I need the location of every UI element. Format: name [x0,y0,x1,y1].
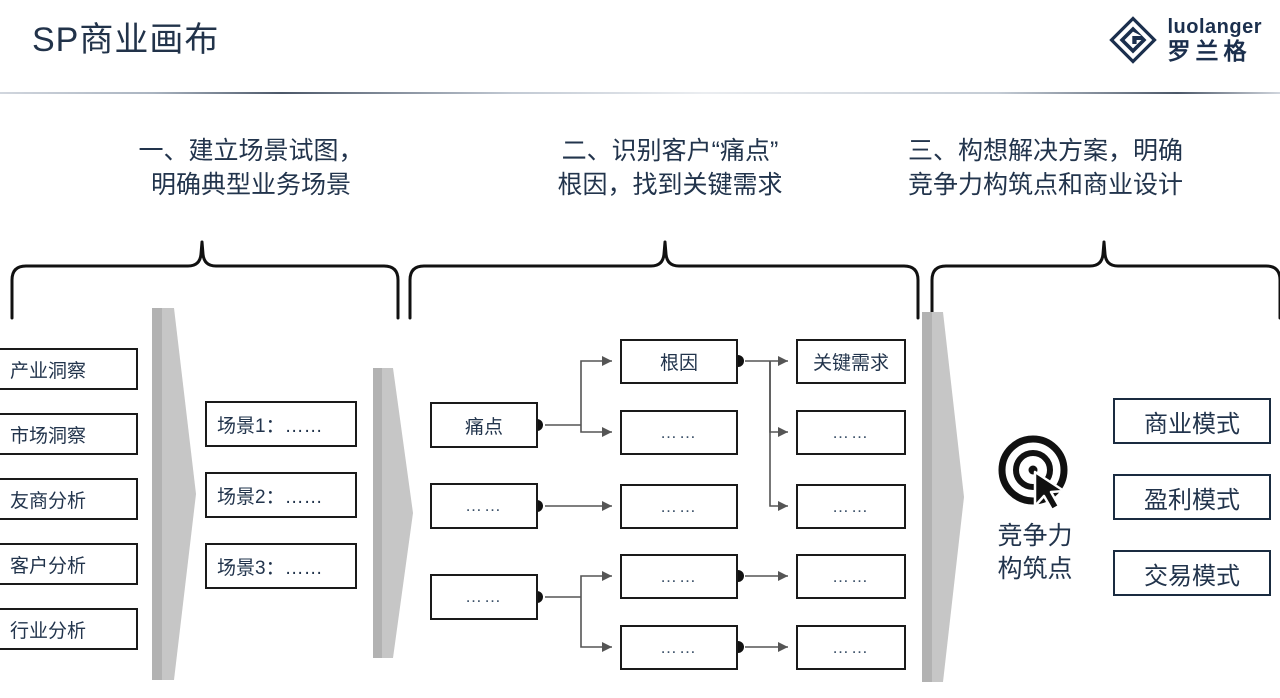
key-need-box-5[interactable]: …… [796,625,906,670]
insight-box-3[interactable]: 友商分析 [0,478,138,520]
insight-box-2[interactable]: 市场洞察 [0,413,138,455]
model-label: 盈利模式 [1144,486,1240,514]
logo-chinese: 罗兰格 [1167,38,1252,64]
model-box-3[interactable]: 交易模式 [1113,550,1271,596]
model-box-2[interactable]: 盈利模式 [1113,474,1271,520]
pain-box-3[interactable]: …… [430,574,538,620]
root-cause-box-5[interactable]: …… [620,625,738,670]
model-box-1[interactable]: 商业模式 [1113,398,1271,444]
key-need-label: …… [832,496,870,516]
key-need-box-3[interactable]: …… [796,484,906,529]
key-need-label: …… [832,637,870,657]
insight-label: 客户分析 [10,555,87,577]
brand-logo: luolanger 罗兰格 [1107,14,1262,66]
section-heading-1: 一、建立场景试图， 明确典型业务场景 [138,137,364,199]
insight-label: 产业洞察 [10,360,87,382]
root-cause-label: …… [660,422,698,442]
insight-box-4[interactable]: 客户分析 [0,543,138,585]
root-cause-label: …… [660,566,698,586]
chevron-divider-2 [373,368,415,658]
insight-box-5[interactable]: 行业分析 [0,608,138,650]
competitiveness-label: 竞争力 构筑点 [997,522,1073,583]
root-cause-box-4[interactable]: …… [620,554,738,599]
root-cause-label: …… [660,496,698,516]
insight-box-1[interactable]: 产业洞察 [0,348,138,390]
insight-label: 市场洞察 [10,425,87,447]
key-need-label: …… [832,422,870,442]
brace-section-3 [930,240,1280,320]
pain-label: 痛点 [464,416,503,438]
model-label: 交易模式 [1144,562,1240,590]
insight-label: 友商分析 [10,490,87,512]
page-title: SP商业画布 [32,21,220,59]
header-divider [0,92,1280,94]
scene-label: 场景1：…… [217,415,323,437]
target-cursor-icon [995,432,1077,514]
root-cause-box-3[interactable]: …… [620,484,738,529]
chevron-divider-3 [922,312,966,682]
logo-english: luolanger [1167,16,1262,38]
logo-wordmark: luolanger 罗兰格 [1167,17,1262,63]
model-label: 商业模式 [1144,410,1240,438]
key-need-box-4[interactable]: …… [796,554,906,599]
chevron-divider-1 [152,308,198,680]
brace-section-1 [10,240,400,320]
section-heading-3: 三、构想解决方案，明确 竞争力构筑点和商业设计 [908,137,1184,199]
insight-label: 行业分析 [10,620,87,642]
scene-box-1[interactable]: 场景1：…… [205,401,357,447]
scene-label: 场景2：…… [217,486,323,508]
brace-section-2 [408,240,920,320]
root-cause-label: …… [660,637,698,657]
key-need-box-2[interactable]: …… [796,410,906,455]
key-need-label: 关键需求 [812,353,889,374]
pain-label: …… [465,496,503,515]
scene-box-2[interactable]: 场景2：…… [205,472,357,518]
pain-label: …… [465,587,503,606]
pain-box-1[interactable]: 痛点 [430,402,538,448]
root-cause-label: 根因 [659,353,698,374]
scene-box-3[interactable]: 场景3：…… [205,543,357,589]
root-cause-box-2[interactable]: …… [620,410,738,455]
section-heading-2: 二、识别客户“痛点” 根因，找到关键需求 [557,137,783,199]
key-need-label: …… [832,566,870,586]
scene-label: 场景3：…… [217,557,323,579]
key-need-box-1[interactable]: 关键需求 [796,339,906,384]
diamond-logo-icon [1107,14,1159,66]
root-cause-box-1[interactable]: 根因 [620,339,738,384]
pain-box-2[interactable]: …… [430,483,538,529]
